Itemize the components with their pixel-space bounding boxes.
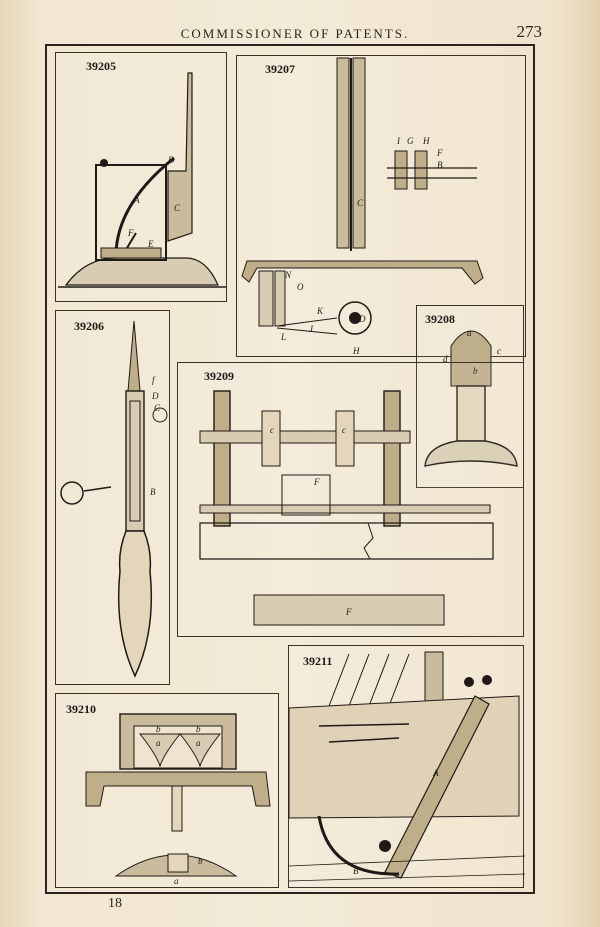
figure-39207-label: J	[309, 324, 314, 334]
figure-39210-label: a	[196, 738, 201, 748]
figure-39205-number: 39205	[86, 59, 116, 73]
figure-39208-drawing	[424, 330, 518, 467]
figure-39206-label: B	[150, 487, 156, 497]
figure-39211-panel: 39211 A B	[288, 645, 526, 888]
figure-39210-label: a	[156, 738, 161, 748]
figure-39210-label: b	[196, 724, 201, 734]
page-number: 273	[516, 22, 543, 41]
figure-39210-labels: b a b a b a	[156, 724, 203, 886]
figure-39207-label: D	[358, 314, 366, 324]
figure-39208-label: b	[473, 366, 478, 376]
figure-39205-label: D	[167, 155, 175, 165]
figure-39211-drawing	[288, 651, 526, 882]
figure-39205-label: F	[127, 228, 134, 238]
figure-39207-label: I	[396, 136, 401, 146]
figure-39208-label: d	[443, 354, 448, 364]
figure-39206-drawing	[60, 320, 168, 678]
figure-39207-label: H	[422, 136, 430, 146]
figure-39207-number: 39207	[265, 62, 295, 76]
figure-39210-number: 39210	[66, 702, 96, 716]
figure-39210-drawing	[85, 713, 271, 877]
figure-39209-labels: c c F F	[270, 425, 352, 617]
figure-39207-label: G	[407, 136, 414, 146]
figure-39210-label: b	[198, 856, 203, 866]
figure-39205-drawing	[58, 72, 226, 288]
figure-39208-label: c	[497, 346, 501, 356]
figure-39206-panel: 39206 f D C B	[55, 310, 170, 685]
figure-39207-labels: I G H F B C N O K L J H D	[280, 136, 443, 356]
figure-39205-label: C	[174, 203, 181, 213]
figure-39206-number: 39206	[74, 319, 104, 333]
figure-39205-label: A	[133, 195, 140, 205]
engraving-plate	[45, 44, 535, 894]
figure-39207-label: N	[284, 270, 292, 280]
figure-39211-number: 39211	[303, 654, 333, 668]
figure-39205-label: E	[147, 239, 154, 249]
figure-39209-label: c	[342, 425, 346, 435]
figure-39207-label: L	[280, 332, 286, 342]
figure-39210-label: b	[156, 724, 161, 734]
figure-39211-label: B	[353, 866, 359, 876]
printer-signature: 18	[108, 896, 122, 911]
figure-39206-label: D	[151, 391, 159, 401]
figure-39205-labels: D A C F E	[127, 155, 181, 249]
running-header-title: COMMISSIONER OF PATENTS.	[180, 26, 410, 41]
figure-39205-panel: 39205 D A C F E	[55, 52, 227, 302]
figure-39209-number: 39209	[204, 369, 234, 383]
figure-39209-label: c	[270, 425, 274, 435]
figure-39209-drawing	[199, 390, 494, 626]
figure-39207-label: C	[357, 198, 364, 208]
figure-39211-label: A	[432, 768, 439, 778]
figure-39208-labels: a c d b	[443, 328, 501, 376]
figure-39207-label: O	[297, 282, 304, 292]
figure-39208-label: a	[467, 328, 472, 338]
figure-39210-panel: 39210 b a b a b a	[55, 693, 279, 888]
figure-39208-panel: 39208 a c d b	[416, 305, 524, 488]
figure-39208-number: 39208	[425, 312, 455, 326]
figure-39206-labels: f D C B	[150, 375, 161, 497]
figure-39206-label: C	[154, 403, 161, 413]
figure-39207-drawing	[241, 57, 484, 335]
figure-39207-label: K	[316, 306, 324, 316]
figure-39207-label: B	[437, 160, 443, 170]
figure-39207-label: F	[436, 148, 443, 158]
figure-39207-panel: 39207 I G H F B C N O K L J	[236, 55, 526, 357]
figure-39211-labels: A B	[353, 768, 439, 876]
figure-39209-label: F	[345, 607, 352, 617]
figure-39207-label: H	[352, 346, 360, 356]
figure-39209-label: F	[313, 477, 320, 487]
figure-39209-panel: 39209 c c F F	[177, 362, 524, 637]
figure-39210-label: a	[174, 876, 179, 886]
figure-39206-label: f	[152, 375, 156, 385]
